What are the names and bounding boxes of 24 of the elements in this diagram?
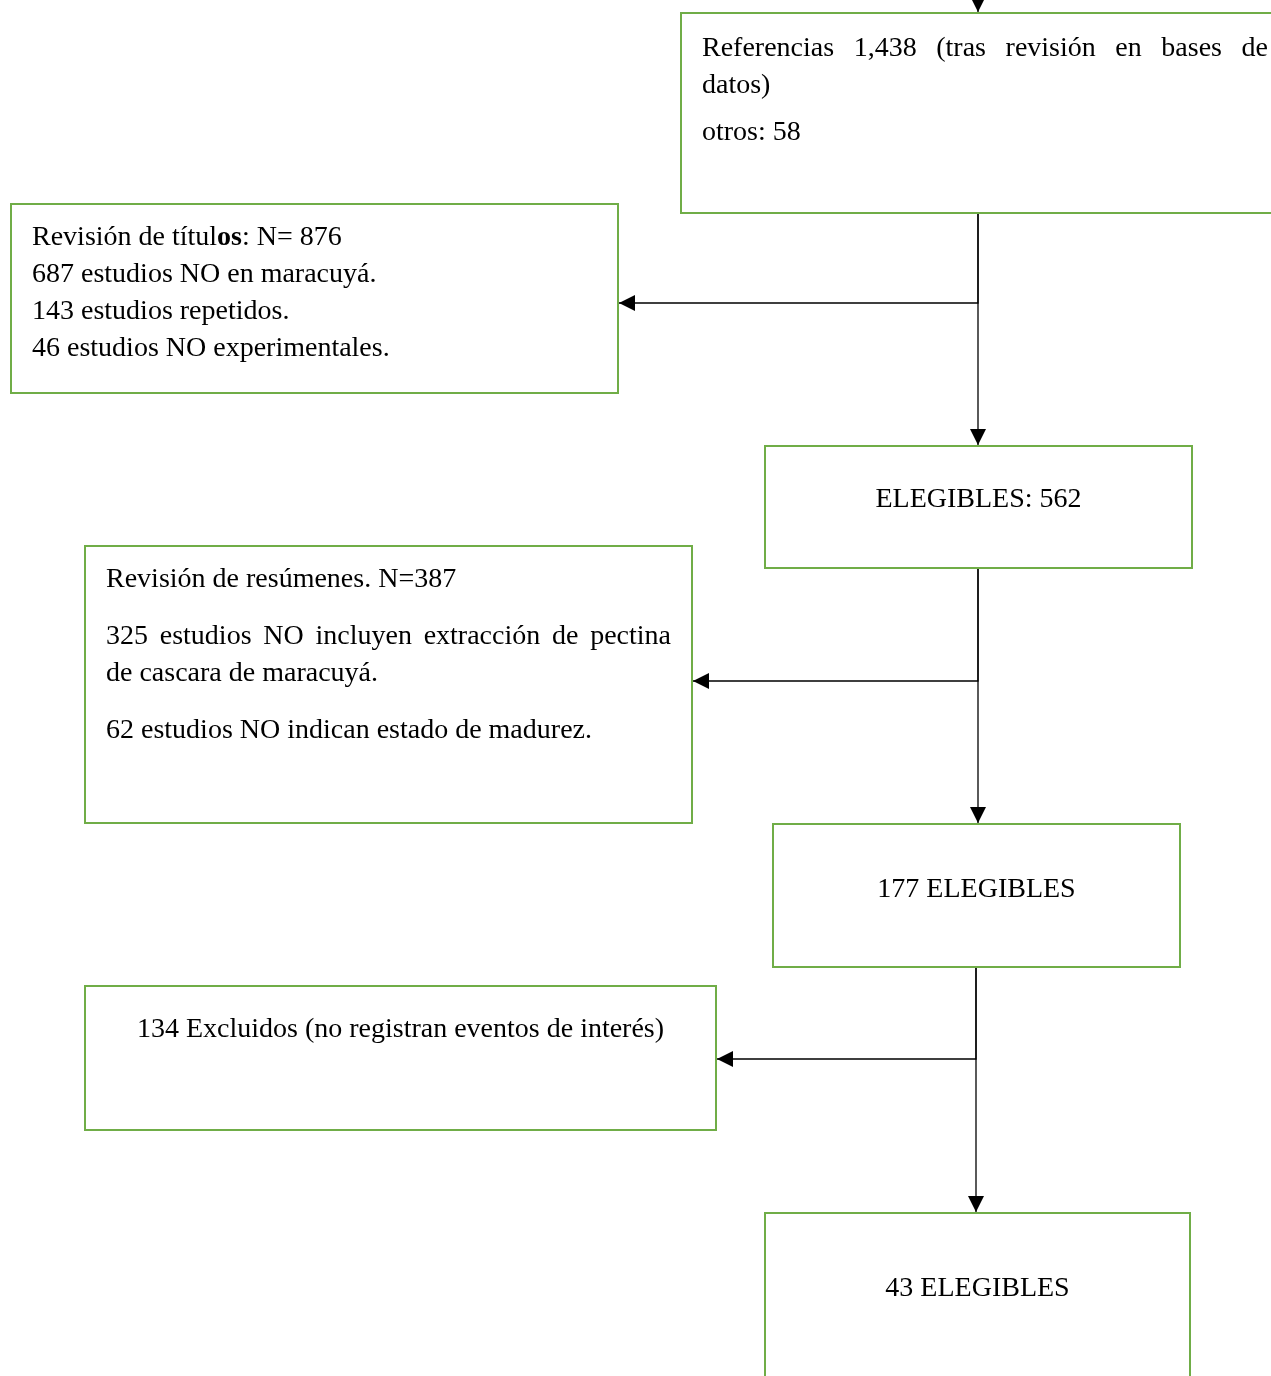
box-text: 62 estudios NO indican estado de madurez. (106, 712, 593, 746)
box-text: 325 estudios NO incluyen extracción de pectina de cascara de maracuyá. (106, 618, 671, 689)
process-box (10, 203, 619, 394)
box-text: Revisión de resúmenes. N=387 (106, 561, 458, 595)
box-text: 143 estudios repetidos. (32, 293, 291, 327)
box-text: ELEGIBLES: 562 (874, 481, 1083, 515)
box-text: 687 estudios NO en maracuyá. (32, 256, 378, 290)
process-box (84, 985, 717, 1131)
box-text: 177 ELEGIBLES (876, 871, 1077, 905)
process-box (84, 545, 693, 824)
arrow (968, 967, 984, 1213)
box-text: 43 ELEGIBLES (884, 1270, 1071, 1304)
box-text: Referencias 1,438 (tras revisión en bases de datos) (702, 30, 1268, 101)
box-text: 134 Excluidos (no registran eventos de interés) (136, 1011, 665, 1045)
arrow (970, 0, 986, 13)
process-box (680, 12, 1271, 214)
arrow (970, 568, 986, 824)
process-box (764, 1212, 1191, 1376)
process-box (764, 445, 1193, 569)
process-box (772, 823, 1181, 968)
arrow (970, 213, 986, 446)
box-text: Revisión de títulos: N= 876 (32, 219, 343, 253)
box-text: 46 estudios NO experimentales. (32, 330, 391, 364)
box-text: otros: 58 (702, 114, 802, 148)
